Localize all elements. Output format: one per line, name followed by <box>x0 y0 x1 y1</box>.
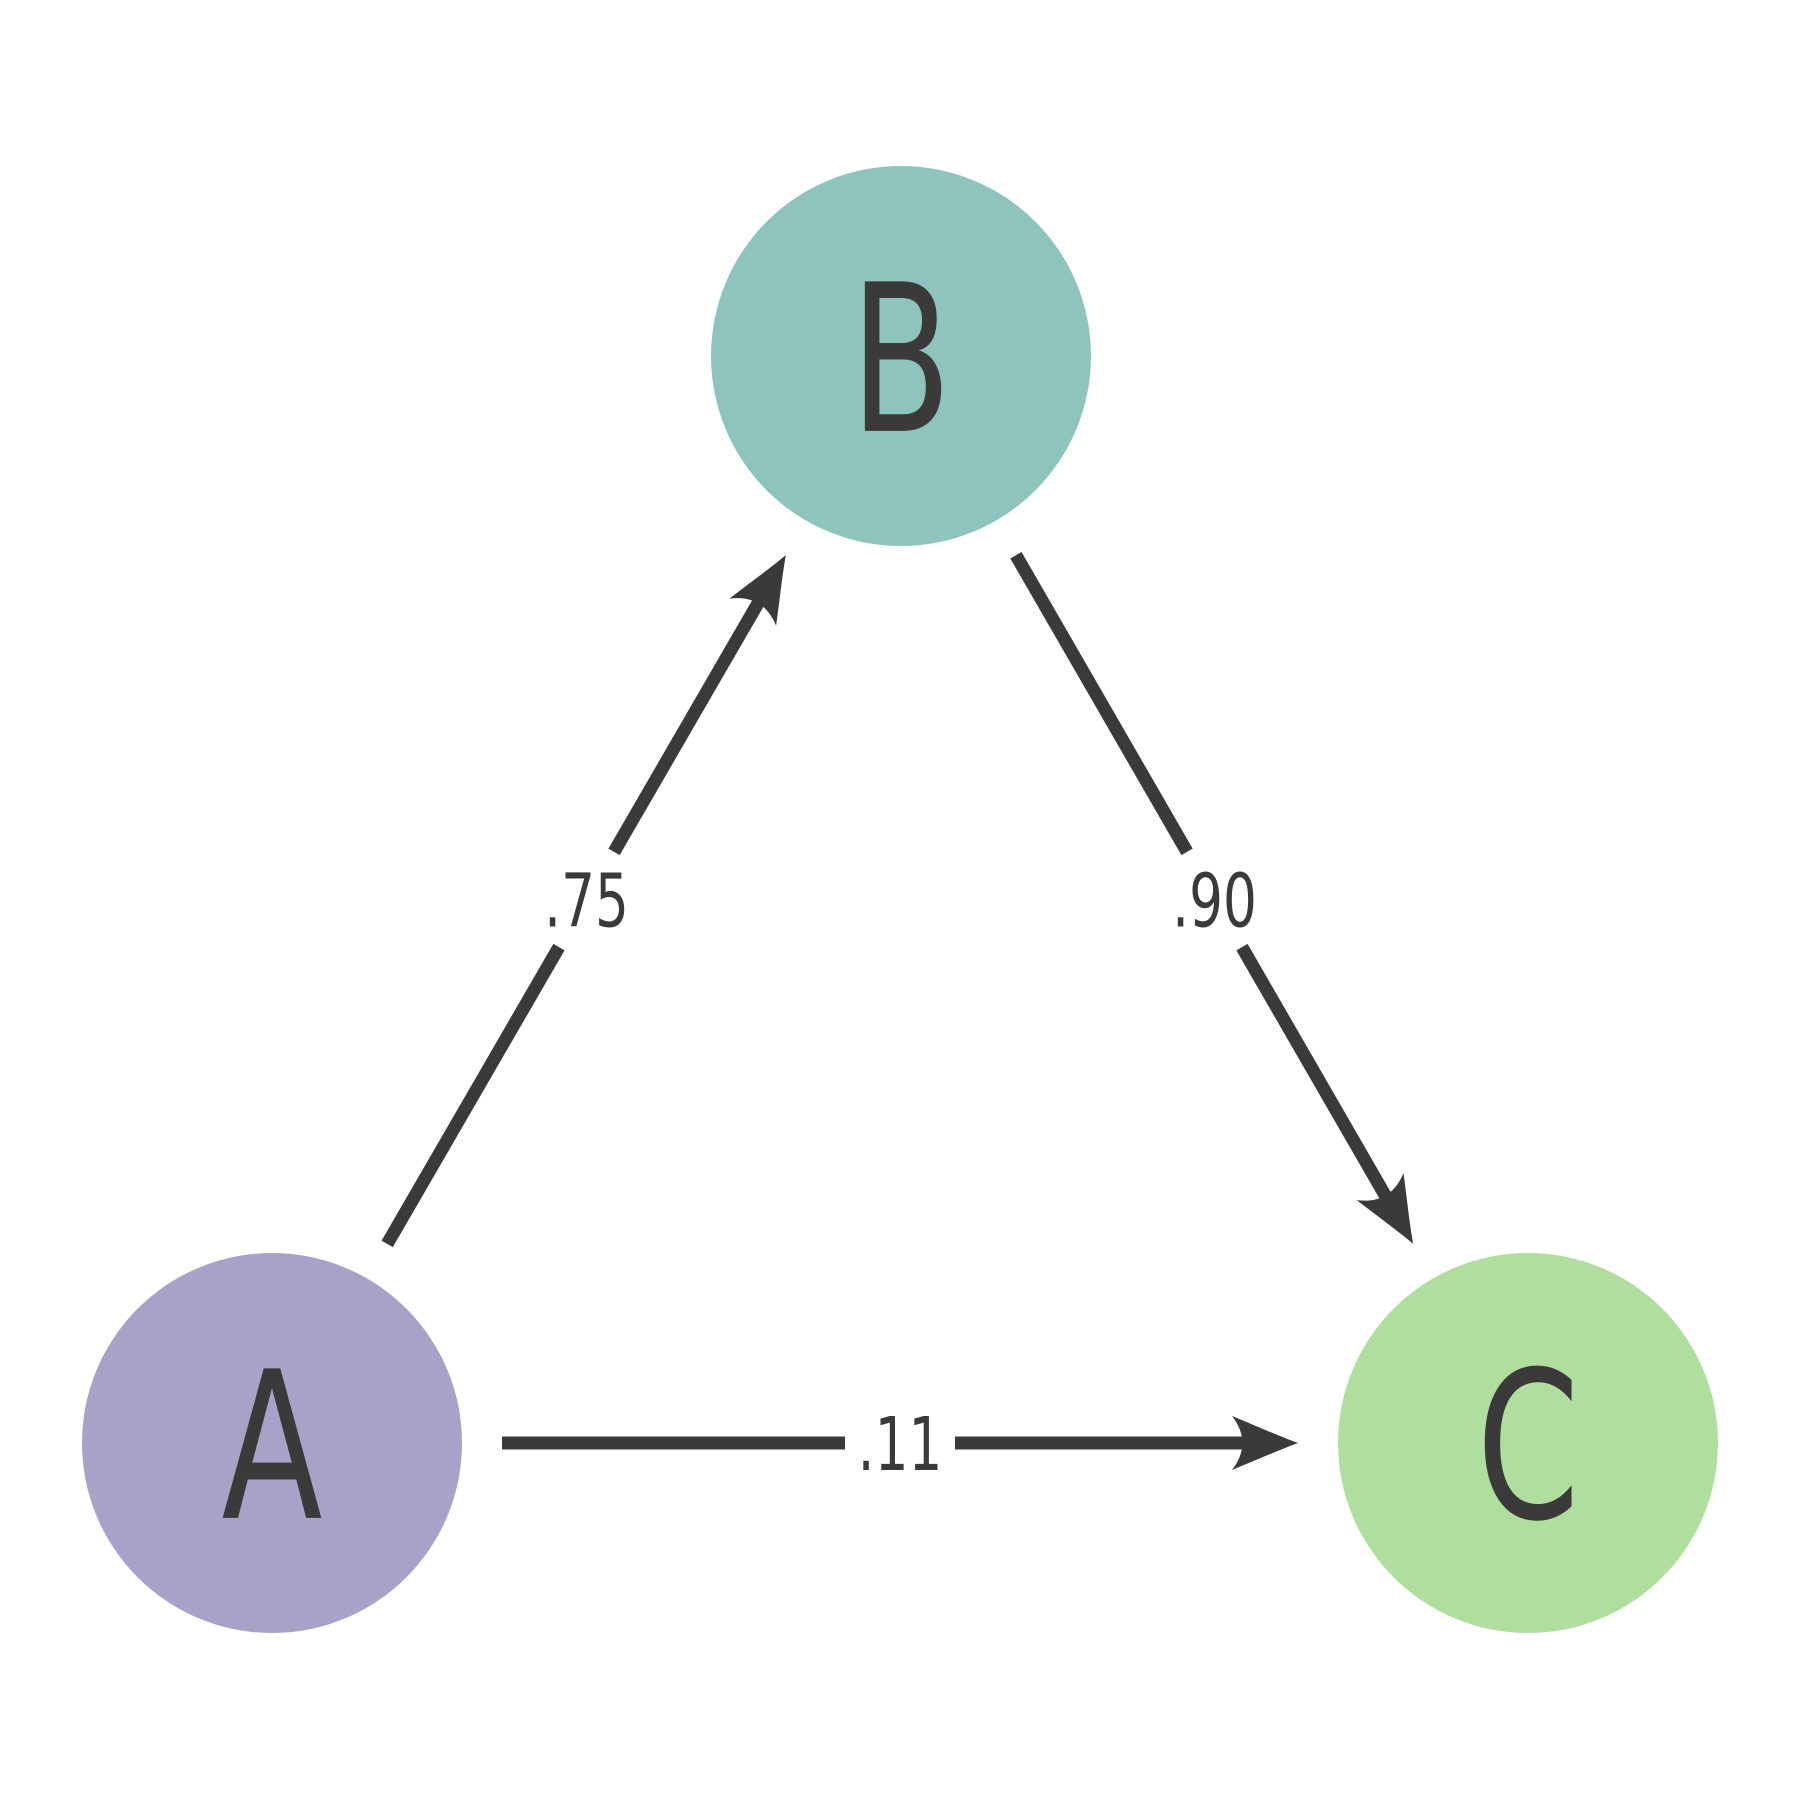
edge-A-C-weight-label: .11 <box>858 1402 943 1488</box>
edge-A-B-line-start <box>381 943 565 1248</box>
node-C-label: C <box>1476 1328 1579 1567</box>
edge-B-C-weight-label: .90 <box>1172 859 1257 945</box>
node-B-circle <box>711 166 1091 546</box>
edge-B-C-line-end <box>1236 943 1394 1204</box>
edge-A-C-arrowhead <box>1232 1416 1298 1470</box>
edge-A-B-arrowhead <box>729 555 786 626</box>
node-C-circle <box>1338 1253 1718 1633</box>
edge-B-C-line-start <box>1010 551 1193 856</box>
node-B-label: B <box>850 241 951 480</box>
node-A-circle <box>82 1253 462 1633</box>
edge-A-B-line-end <box>608 595 767 856</box>
node-A-label: A <box>222 1328 323 1567</box>
edge-A-B-weight-label: .75 <box>544 859 629 945</box>
edge-B-C-arrowhead <box>1356 1173 1414 1244</box>
